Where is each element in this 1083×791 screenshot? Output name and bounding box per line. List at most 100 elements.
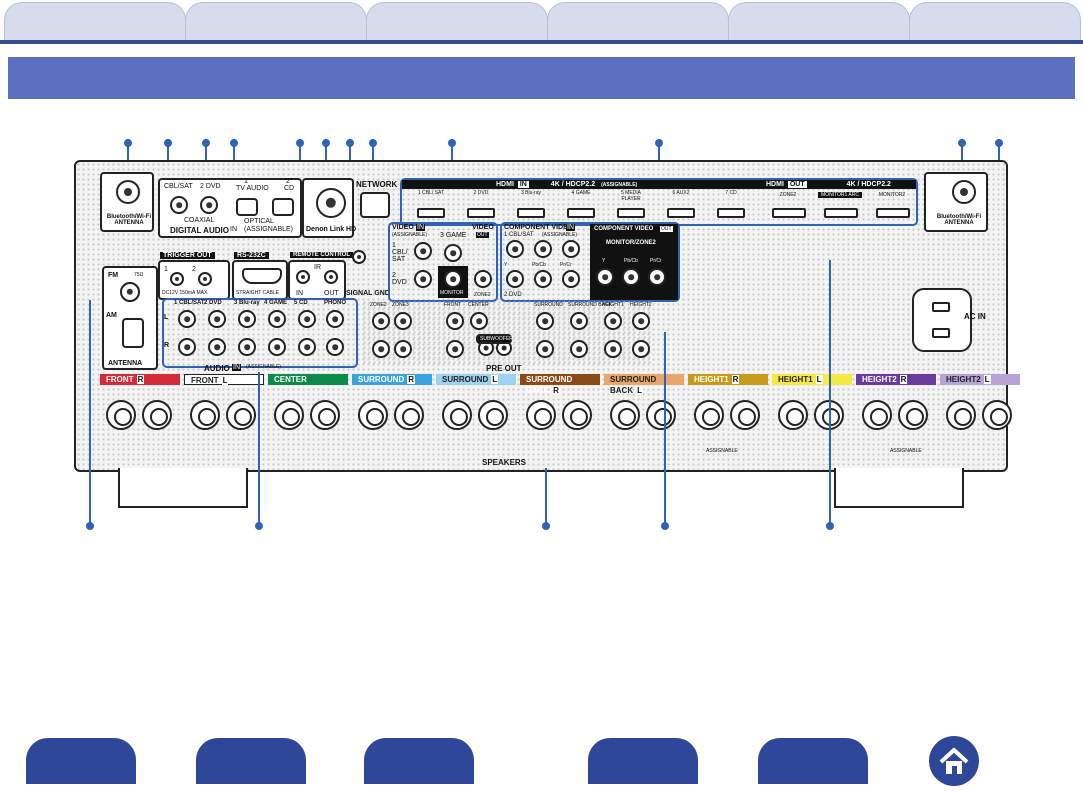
tab-5[interactable] [728,2,910,43]
speaker-4-minus-post[interactable] [394,400,424,430]
speaker-9-plus-post[interactable] [778,400,808,430]
speaker-5-plus-post[interactable] [442,400,472,430]
audio-in-1-r-jack[interactable] [178,338,196,356]
tab-2[interactable] [185,2,367,43]
remote-in-jack[interactable] [296,270,310,284]
speaker-6-minus-post[interactable] [562,400,592,430]
audio-in-2-r-jack[interactable] [208,338,226,356]
hdmi-in-3-port[interactable] [517,208,545,218]
video-monitor-jack[interactable] [444,270,462,288]
signal-gnd-screw[interactable] [352,250,366,264]
pre-out-4-l-jack[interactable] [470,312,488,330]
pre-out-6-l-jack[interactable] [570,312,588,330]
hdmi-in-4-port[interactable] [567,208,595,218]
pre-out-3-r-jack[interactable] [446,340,464,358]
video-in-3-jack[interactable] [444,244,462,262]
audio-in-phono-r-jack[interactable] [326,338,344,356]
tab-3[interactable] [366,2,548,43]
pre-out-7-l-jack[interactable] [604,312,622,330]
speaker-6-plus-post[interactable] [526,400,556,430]
video-zone2-jack[interactable] [474,270,492,288]
component-out-pr[interactable] [648,268,666,286]
speaker-4-plus-post[interactable] [358,400,388,430]
component-out-pb[interactable] [622,268,640,286]
hdmi-in-2-port[interactable] [467,208,495,218]
coaxial-jack-1[interactable] [170,196,188,214]
pre-out-3-l-jack[interactable] [446,312,464,330]
rs232c-port[interactable] [242,268,282,284]
optical-jack-1[interactable] [236,198,258,216]
speaker-8-plus-post[interactable] [694,400,724,430]
pre-out-1-r-jack[interactable] [372,340,390,358]
component-2-y[interactable] [506,270,524,288]
speaker-11-minus-post[interactable] [982,400,1012,430]
speaker-2-minus-post[interactable] [226,400,256,430]
audio-in-phono-l-jack[interactable] [326,310,344,328]
speaker-1-plus-post[interactable] [106,400,136,430]
tab-1[interactable] [4,2,186,43]
trigger-2-jack[interactable] [198,272,212,286]
component-out-y[interactable] [596,268,614,286]
nav-button-2[interactable] [196,738,306,784]
am-antenna-terminal[interactable] [122,318,144,348]
pre-out-8-l-jack[interactable] [632,312,650,330]
audio-in-5-r-jack[interactable] [298,338,316,356]
speaker-2-plus-post[interactable] [190,400,220,430]
video-in-1-jack[interactable] [414,242,432,260]
tab-6[interactable] [909,2,1081,43]
optical-jack-2[interactable] [272,198,294,216]
bt-antenna-left-connector[interactable] [116,180,140,204]
hdmi-in-6-port[interactable] [667,208,695,218]
pre-out-2-r-jack[interactable] [394,340,412,358]
speaker-5-minus-post[interactable] [478,400,508,430]
speaker-7-plus-post[interactable] [610,400,640,430]
bt-antenna-right-connector[interactable] [952,180,976,204]
hdmi-out-3-port[interactable] [876,208,910,218]
speaker-3-minus-post[interactable] [310,400,340,430]
pre-out-2-l-jack[interactable] [394,312,412,330]
tab-4[interactable] [547,2,729,43]
audio-in-2-l-jack[interactable] [208,310,226,328]
speaker-7-minus-post[interactable] [646,400,676,430]
audio-in-5-l-jack[interactable] [298,310,316,328]
trigger-1-jack[interactable] [170,272,184,286]
fm-antenna-jack[interactable] [120,282,140,302]
pre-out-5-l-jack[interactable] [536,312,554,330]
nav-button-4[interactable] [588,738,698,784]
speaker-10-minus-post[interactable] [898,400,928,430]
speaker-8-minus-post[interactable] [730,400,760,430]
ac-inlet[interactable] [912,288,972,352]
hdmi-out-1-port[interactable] [772,208,806,218]
coaxial-jack-2[interactable] [200,196,218,214]
pre-out-5-r-jack[interactable] [536,340,554,358]
video-in-2-jack[interactable] [414,270,432,288]
hdmi-out-2-port[interactable] [824,208,858,218]
audio-in-4-r-jack[interactable] [268,338,286,356]
remote-out-jack[interactable] [324,270,338,284]
audio-in-3-r-jack[interactable] [238,338,256,356]
audio-in-1-l-jack[interactable] [178,310,196,328]
pre-out-8-r-jack[interactable] [632,340,650,358]
speaker-10-plus-post[interactable] [862,400,892,430]
pre-out-7-r-jack[interactable] [604,340,622,358]
hdmi-in-1-port[interactable] [417,208,445,218]
component-1-pb[interactable] [534,240,552,258]
network-port[interactable] [360,192,390,218]
audio-in-3-l-jack[interactable] [238,310,256,328]
speaker-1-minus-post[interactable] [142,400,172,430]
component-1-y[interactable] [506,240,524,258]
pre-out-6-r-jack[interactable] [570,340,588,358]
component-2-pb[interactable] [534,270,552,288]
pre-out-1-l-jack[interactable] [372,312,390,330]
nav-button-3[interactable] [364,738,474,784]
hdmi-in-7-port[interactable] [717,208,745,218]
speaker-3-plus-post[interactable] [274,400,304,430]
speaker-11-plus-post[interactable] [946,400,976,430]
component-1-pr[interactable] [562,240,580,258]
nav-button-5[interactable] [758,738,868,784]
denon-link-jack[interactable] [316,188,346,218]
hdmi-in-5-port[interactable] [617,208,645,218]
home-button[interactable] [929,736,979,786]
audio-in-4-l-jack[interactable] [268,310,286,328]
nav-button-1[interactable] [26,738,136,784]
